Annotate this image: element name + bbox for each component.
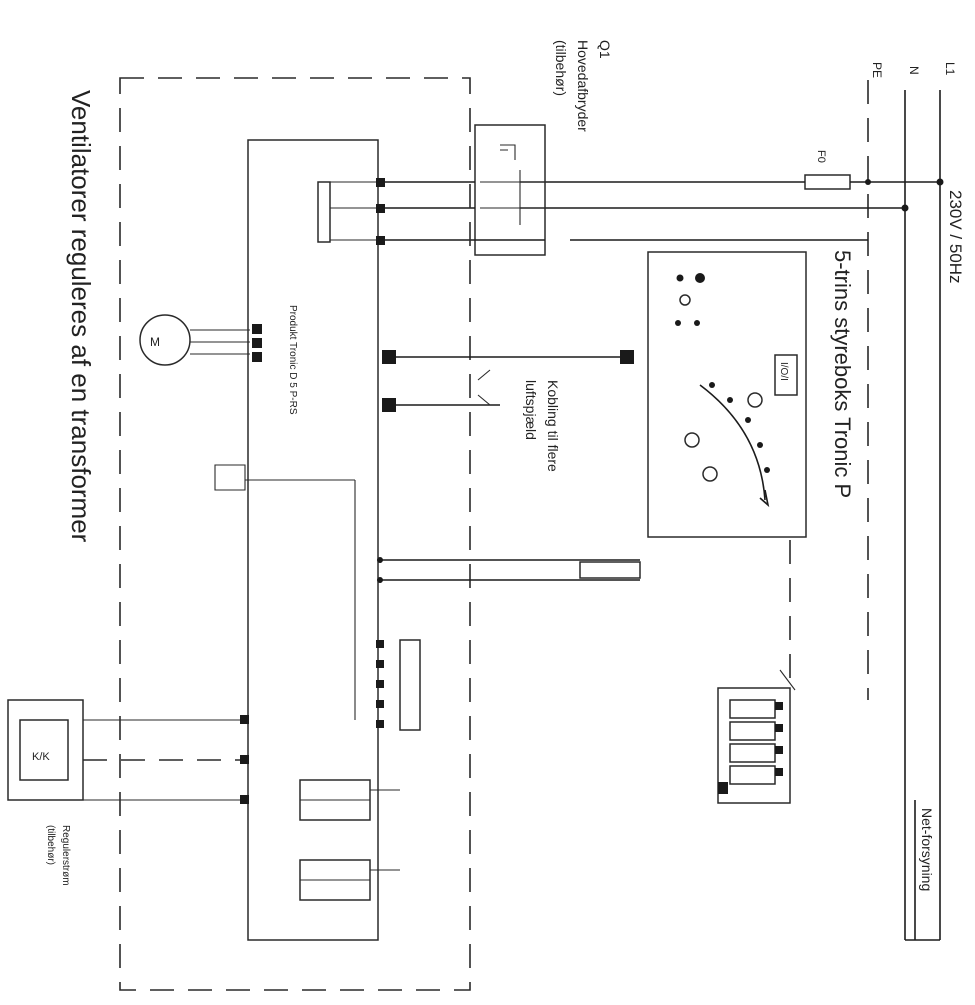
speed-controller-symbol: K/K xyxy=(32,751,50,763)
main-switch-box xyxy=(474,124,546,256)
arrow-icon xyxy=(759,489,770,508)
motor-symbol: M xyxy=(150,335,160,349)
speed-controller-box xyxy=(7,699,84,801)
supply-voltage-label: 230V / 50Hz xyxy=(946,190,965,284)
terminal-strip-top xyxy=(317,181,331,243)
fan-icon xyxy=(747,392,763,408)
main-switch-id: Q1 xyxy=(597,40,613,59)
terminal-strip-right xyxy=(717,687,791,804)
label-pe: PE xyxy=(870,62,884,78)
terminal-strip-slots xyxy=(718,699,783,794)
control-box-title: 5-trins styreboks Tronic P xyxy=(830,250,855,498)
damper-switch-icon xyxy=(477,369,491,406)
product-label: Produkt Tronic D 5 P-RS xyxy=(287,305,298,415)
switch-symbol-icon xyxy=(500,144,516,160)
product-enclosure xyxy=(119,77,471,991)
speed-controller-label-2: (tilbehør) xyxy=(45,825,56,865)
diagram-title: Ventilatorer reguleres af en transformer xyxy=(66,90,96,543)
speed-dial-arc xyxy=(699,384,766,501)
relay-2 xyxy=(299,859,371,901)
mains-label: Net-forsyning xyxy=(919,808,935,891)
label-n: N xyxy=(907,66,921,75)
fuse-f0 xyxy=(804,174,851,190)
relay-contact xyxy=(214,464,246,491)
minus-icon xyxy=(684,432,700,448)
damper-label-2: luftspjæld xyxy=(523,380,539,440)
plus-icon xyxy=(702,466,718,482)
damper-label-1: Kobling til flere xyxy=(545,380,561,472)
speed-controller-label-1: Regulerstrøm xyxy=(60,825,71,886)
motor-icon xyxy=(139,314,191,366)
level-indicator xyxy=(774,354,798,396)
label-l1: L1 xyxy=(943,62,957,76)
terminal-column-middle xyxy=(376,639,421,731)
main-switch-name: Hovedafbryder xyxy=(575,40,591,132)
level-symbol: I/O/I xyxy=(778,362,789,381)
product-inner-box xyxy=(247,139,379,941)
fuse-label: F0 xyxy=(815,150,827,163)
main-switch-note: (tilbehør) xyxy=(553,40,569,96)
control-box xyxy=(647,251,807,538)
relay-1 xyxy=(299,779,371,821)
